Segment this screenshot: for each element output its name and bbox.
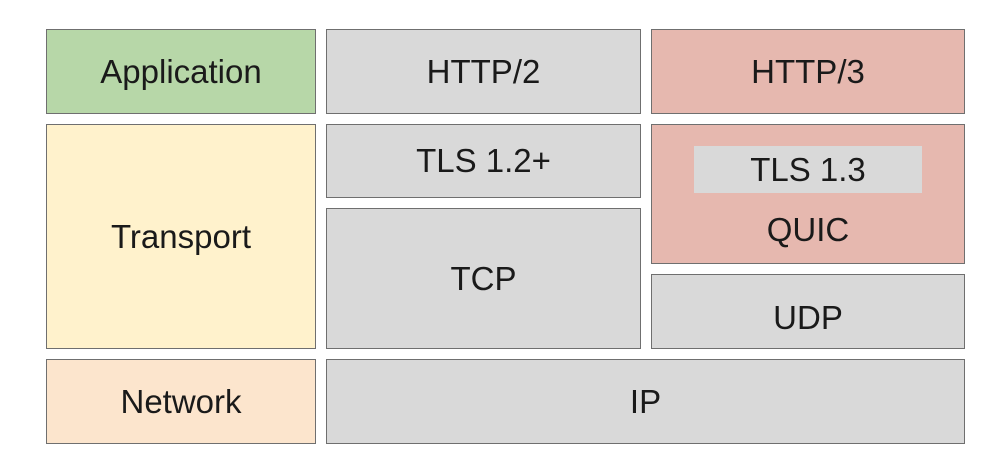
http2-label: HTTP/2 [426,52,541,90]
http3-box: HTTP/3 [651,29,965,114]
tcp-label: TCP [450,259,517,297]
udp-label: UDP [773,298,843,336]
application-layer-box: Application [46,29,316,114]
tls12-label: TLS 1.2+ [416,142,551,179]
http2-box: HTTP/2 [326,29,641,114]
transport-layer-label: Transport [111,217,251,255]
ip-label: IP [629,382,662,420]
ip-box: IP [326,359,965,444]
network-layer-box: Network [46,359,316,444]
udp-box: UDP [651,274,965,349]
tls13-label: TLS 1.3 [750,150,866,188]
tls12-box: TLS 1.2+ [326,124,641,198]
http3-label: HTTP/3 [751,52,865,90]
quic-label: QUIC [766,211,850,248]
tcp-box: TCP [326,208,641,349]
transport-layer-box: Transport [46,124,316,349]
tls13-box: TLS 1.3 [694,146,922,193]
application-layer-label: Application [100,52,262,90]
network-layer-label: Network [120,382,242,420]
quic-box: TLS 1.3 QUIC [651,124,965,264]
